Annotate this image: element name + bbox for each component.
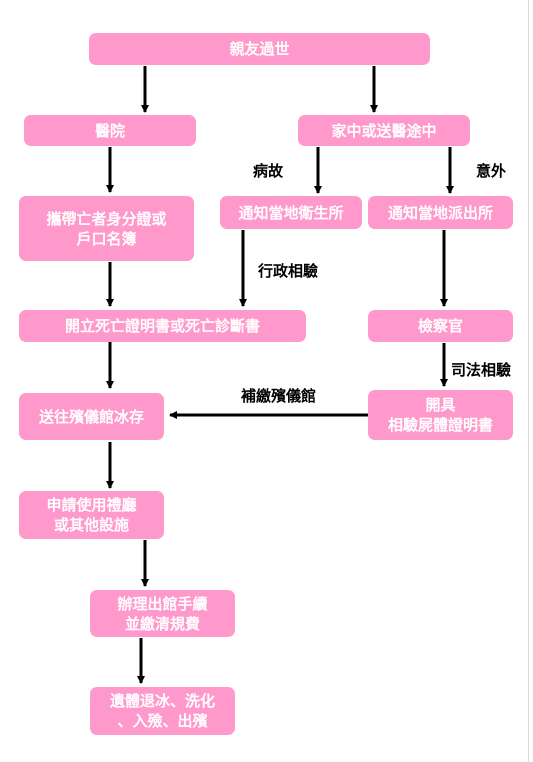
node-death-label: 親友過世 bbox=[229, 40, 290, 58]
node-notify-police-label: 通知當地派出所 bbox=[387, 203, 493, 222]
edge-label-accident: 意外 bbox=[476, 162, 507, 180]
node-apply-hall: 申請使用禮廳 或其他設施 bbox=[19, 491, 164, 539]
node-autopsy-cert-line2: 相驗屍體證明書 bbox=[387, 416, 493, 434]
node-funeral-home: 送往殯儀館冰存 bbox=[19, 393, 164, 440]
edge-label-admin-autopsy: 行政相驗 bbox=[258, 262, 319, 280]
node-prosecutor-label: 檢察官 bbox=[417, 317, 463, 335]
node-death: 親友過世 bbox=[89, 33, 430, 65]
node-notify-police: 通知當地派出所 bbox=[368, 196, 513, 229]
node-home: 家中或送醫途中 bbox=[298, 115, 470, 146]
node-final: 遺體退冰、洗化 、入殮、出殯 bbox=[90, 687, 235, 735]
node-home-label: 家中或送醫途中 bbox=[331, 121, 437, 140]
node-apply-hall-line1: 申請使用禮廳 bbox=[46, 496, 137, 514]
node-autopsy-cert-line1: 開具 bbox=[425, 396, 456, 414]
node-certificate-label: 開立死亡證明書或死亡診斷書 bbox=[64, 317, 260, 335]
node-autopsy-cert: 開具 相驗屍體證明書 bbox=[368, 390, 513, 440]
node-final-line1: 遺體退冰、洗化 bbox=[109, 692, 215, 710]
node-certificate: 開立死亡證明書或死亡診斷書 bbox=[19, 310, 306, 342]
node-apply-hall-line2: 或其他設施 bbox=[53, 516, 129, 534]
node-bring-id: 攜帶亡者身分證或 戶口名簿 bbox=[19, 196, 194, 261]
node-prosecutor: 檢察官 bbox=[368, 310, 513, 342]
node-process-line1: 辦理出館手續 bbox=[117, 594, 208, 613]
node-notify-health-label: 通知當地衛生所 bbox=[238, 203, 344, 222]
edge-label-judicial-autopsy: 司法相驗 bbox=[451, 361, 512, 379]
node-bring-id-line2: 戶口名簿 bbox=[76, 229, 137, 248]
edge-label-submit-funeral: 補繳殯儀館 bbox=[241, 387, 317, 405]
node-hospital: 醫院 bbox=[24, 115, 196, 146]
node-funeral-home-label: 送往殯儀館冰存 bbox=[38, 407, 144, 426]
node-process: 辦理出館手續 並繳清規費 bbox=[90, 590, 235, 637]
page-edge-line bbox=[528, 0, 529, 762]
node-hospital-label: 醫院 bbox=[94, 121, 125, 140]
node-notify-health: 通知當地衛生所 bbox=[220, 196, 362, 229]
edge-label-illness: 病故 bbox=[253, 162, 284, 180]
node-final-line2: 、入殮、出殯 bbox=[117, 712, 208, 730]
node-process-line2: 並繳清規費 bbox=[124, 614, 200, 633]
node-bring-id-line1: 攜帶亡者身分證或 bbox=[46, 209, 167, 228]
